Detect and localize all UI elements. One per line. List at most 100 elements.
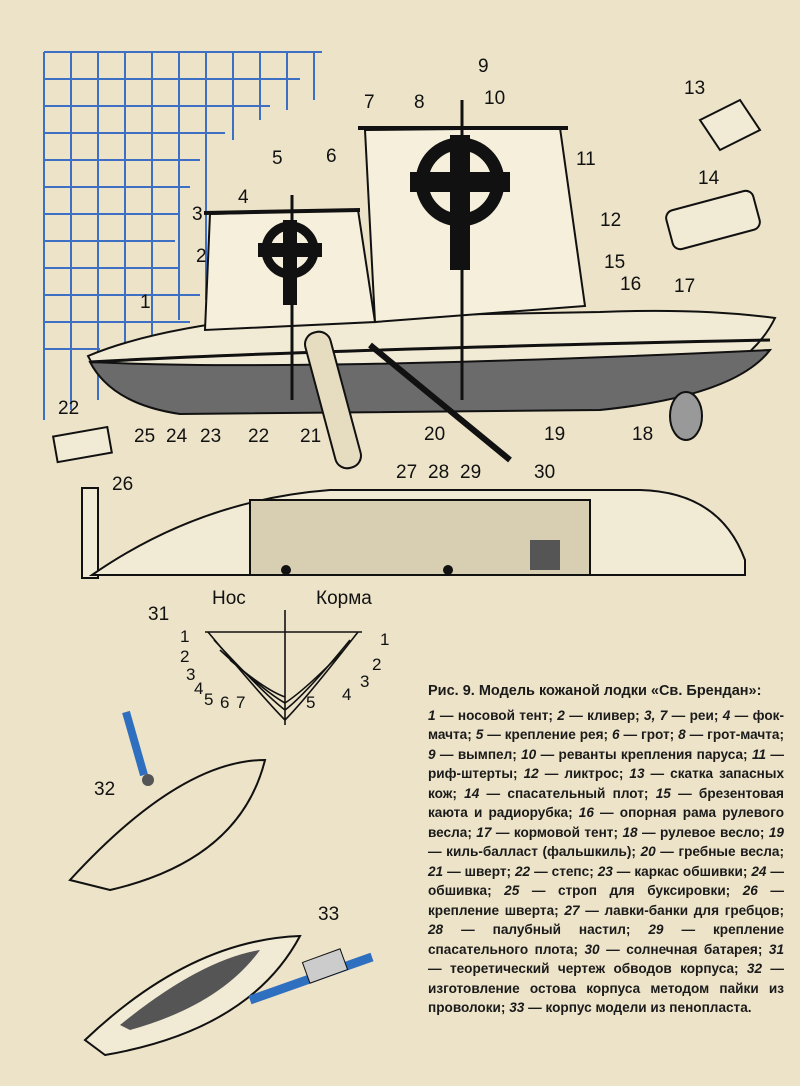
caption-item: 10 — ре­ванты крепления паруса;: [521, 746, 752, 762]
figure-label: 16: [620, 274, 641, 295]
figure-label: 3: [192, 204, 203, 225]
section-line-left: 5: [204, 690, 213, 709]
section-line-left: 2: [180, 647, 189, 666]
section-line-right: 4: [342, 685, 351, 704]
caption-item-number: 14: [464, 785, 480, 801]
section-line-left: 4: [194, 679, 203, 698]
caption-item: 30 — солнечная батарея;: [584, 941, 769, 957]
caption-item: 8 — грот-мачта;: [678, 727, 785, 742]
figure-label: 4: [238, 187, 249, 208]
figure-label: 6: [326, 146, 337, 167]
figure-label: 30: [534, 462, 555, 483]
caption-item: 17 — кормовой тент;: [476, 824, 623, 840]
caption-item: 33 — корпус модели из пенопласта.: [509, 1000, 752, 1015]
caption-item-number: 15: [655, 785, 671, 801]
caption-item-number: 8: [678, 727, 686, 742]
caption-item-number: 13: [629, 766, 645, 781]
caption-item: 27 — лавки-банки для гребцов;: [564, 902, 784, 918]
boat-hull: [86, 309, 777, 416]
caption-item: 18 — рулевое весло;: [622, 824, 769, 840]
sails: [203, 100, 587, 400]
caption-item: 3, 7 — реи;: [644, 707, 723, 723]
hull-section-view: [205, 610, 362, 725]
caption-item-number: 3, 7: [644, 707, 668, 723]
figure-label: 26: [112, 474, 133, 495]
figure-label: 14: [698, 168, 720, 189]
caption-item-number: 26: [742, 883, 758, 898]
figure-label: 10: [484, 88, 505, 109]
caption-item-number: 1: [428, 707, 436, 723]
figure-label: 1: [140, 292, 151, 313]
caption-item-number: 4: [722, 707, 731, 723]
caption-item-number: 5: [475, 727, 484, 742]
caption-item-number: 21: [428, 863, 444, 879]
section-line-right: 2: [372, 655, 381, 674]
deck-plan: [88, 489, 746, 576]
figure-label: 15: [604, 252, 625, 273]
blue-grid: [43, 51, 322, 420]
figure-label: 23: [200, 426, 221, 447]
figure-label: 21: [300, 426, 321, 447]
section-number: 31: [148, 604, 169, 625]
fig32-label: 32: [94, 779, 115, 800]
caption-item-number: 19: [768, 824, 784, 840]
figure-label: 18: [632, 424, 653, 445]
figure-label: 8: [414, 92, 425, 113]
caption-item-number: 2: [557, 707, 565, 723]
caption-item: 1 — носовой тент;: [428, 707, 558, 723]
figure-label: 24: [166, 426, 188, 447]
caption-item-number: 10: [521, 746, 537, 762]
caption-item: 4 — фок-мачта;: [428, 707, 784, 743]
caption-item-number: 16: [578, 805, 594, 820]
oars: [304, 330, 703, 470]
fig33-foam-hull: [83, 934, 374, 1057]
caption-item-number: 17: [476, 824, 492, 840]
caption-item-number: 9: [428, 746, 436, 762]
caption-item: 15 — брезентовая каюта и радиорубка;: [428, 785, 784, 821]
caption-item-number: 24: [751, 863, 767, 879]
figure-label: 28: [428, 462, 449, 483]
caption-item-number: 28: [428, 922, 444, 937]
caption-item-number: 20: [640, 844, 656, 859]
section-line-right: 1: [380, 630, 389, 649]
figure-label: 11: [576, 149, 596, 170]
caption-item: 22 — степс;: [515, 863, 598, 879]
caption-title: Рис. 9. Модель кожаной лодки «Св. Бренда…: [428, 683, 762, 699]
caption-item-number: 33: [509, 1000, 525, 1015]
caption-item-number: 6: [611, 727, 620, 742]
caption-item: 13 — скатка запасных кож;: [428, 766, 785, 801]
caption-item-number: 27: [564, 902, 580, 918]
caption-item-number: 32: [746, 961, 763, 976]
parts: [51, 98, 762, 579]
caption-item: 19 — киль-балласт (фальш­киль);: [428, 824, 784, 860]
caption-item: 14 — спасательный плот;: [464, 785, 656, 801]
caption-item: 6 — грот;: [611, 727, 679, 742]
figure-label: 20: [424, 424, 445, 445]
caption-item: 29 — креп­ление спасательного плота;: [428, 922, 785, 957]
section-line-right: 5: [306, 693, 315, 712]
fig32-wire-frame: [68, 710, 267, 892]
fig33-label: 33: [318, 904, 339, 925]
caption-item: 5 — крепление рея;: [475, 727, 612, 742]
figure-label: 29: [460, 462, 481, 483]
caption-item-number: 18: [622, 824, 638, 840]
caption-item: 25 — строп для буксировки;: [504, 883, 743, 898]
caption-item: 11 — риф-штерты;: [428, 746, 784, 782]
figure-label: 19: [544, 424, 565, 445]
figure-label: 22: [248, 426, 269, 447]
section-label-stern: Корма: [316, 588, 372, 609]
section-line-right: 3: [360, 672, 369, 691]
caption-item: 20 — гребные весла;: [640, 844, 785, 859]
caption-item: 21 — шверт;: [428, 863, 515, 879]
caption-item: 9 — вымпел;: [428, 746, 522, 762]
caption-item: 24 — обшивка;: [428, 863, 784, 899]
figure-label: 13: [684, 78, 705, 99]
caption-item-number: 12: [523, 766, 539, 781]
figure-label: 7: [364, 92, 375, 113]
caption-item-number: 30: [584, 941, 600, 957]
figure-label: 5: [272, 148, 283, 169]
caption-item: 28 — палубный настил;: [428, 922, 649, 937]
caption-item: 23 — каркас обшивки;: [597, 863, 752, 879]
